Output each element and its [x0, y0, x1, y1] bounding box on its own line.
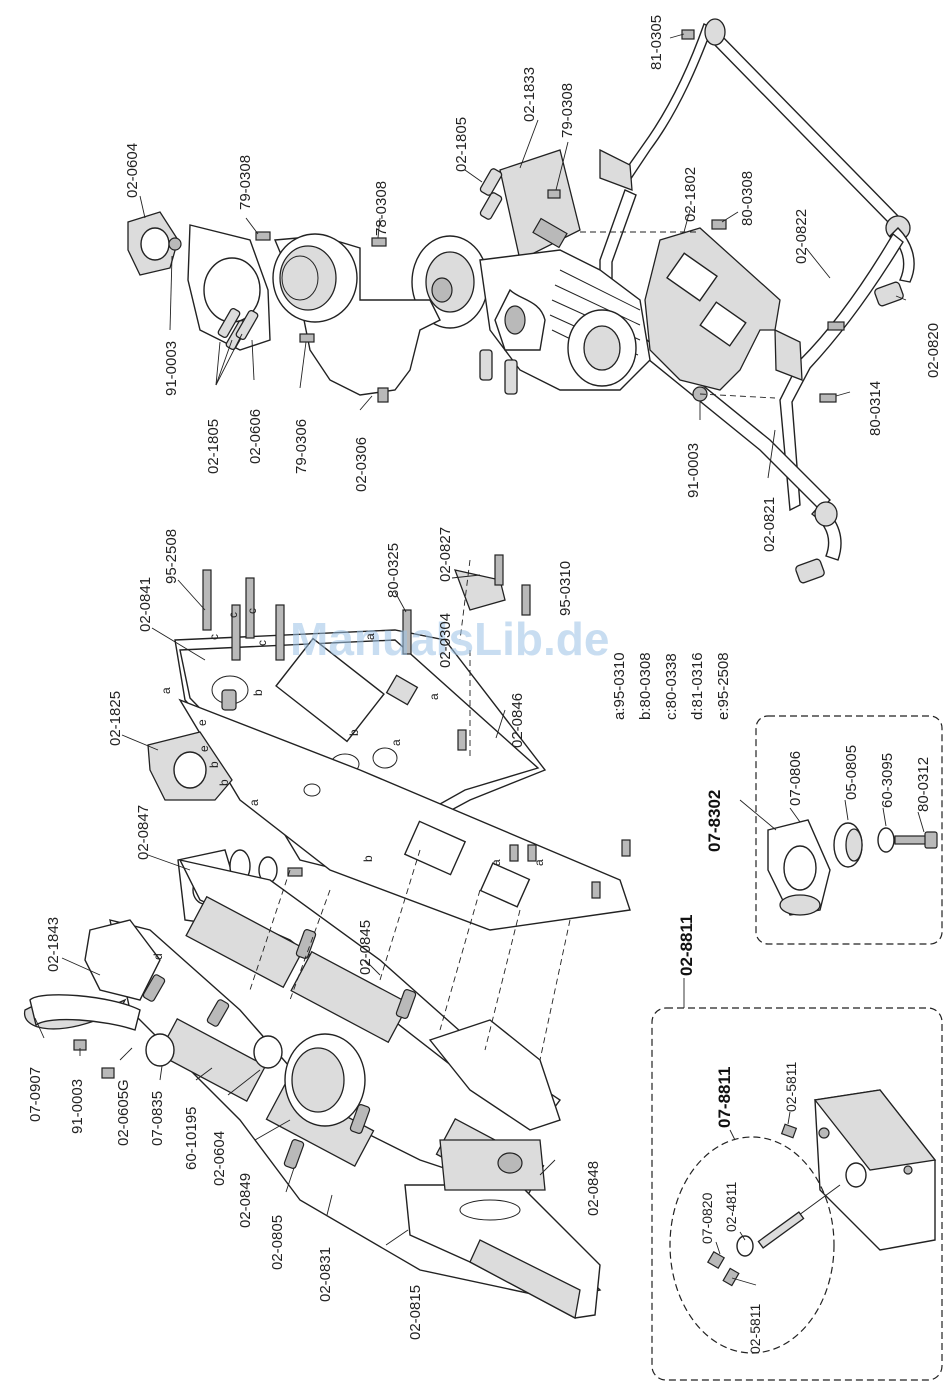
part-label: 02-0827	[437, 527, 454, 582]
part-label: 07-0835	[149, 1091, 166, 1146]
marker-b: b	[251, 689, 265, 696]
part-label: 79-0308	[237, 155, 254, 210]
part-label: 02-0831	[317, 1247, 334, 1302]
marker-c: c	[255, 640, 269, 646]
part-label: 02-1825	[107, 691, 124, 746]
part-label: 02-0606	[247, 409, 264, 464]
part-label: 02-0605G	[115, 1079, 132, 1146]
side-frame-middle	[178, 698, 631, 931]
marker-b: b	[217, 779, 231, 786]
legend-entry: b:80-0308	[637, 652, 654, 720]
marker-b: b	[361, 855, 375, 862]
assembly-label-pulley-kit: 07-8302	[705, 790, 724, 852]
pulley-kit-box	[755, 715, 943, 945]
marker-d: d	[151, 953, 165, 960]
part-label: 02-1805	[453, 117, 470, 172]
part-label: 07-0907	[27, 1067, 44, 1122]
part-label: 80-0314	[867, 381, 884, 436]
part-label: 02-5811	[783, 1061, 799, 1112]
part-label: 07-0806	[787, 751, 804, 806]
marker-c: c	[207, 634, 221, 640]
marker-a: a	[247, 799, 261, 806]
marker-a: a	[363, 633, 377, 640]
part-label: 02-0848	[585, 1161, 602, 1216]
legend-entry: a:95-0310	[611, 652, 628, 720]
part-label: 02-1805	[205, 419, 222, 474]
part-label: 79-0308	[559, 83, 576, 138]
fuel-tank-box	[651, 1007, 943, 1381]
legend-entry: c:80-0338	[663, 653, 680, 720]
part-label: 02-0841	[137, 577, 154, 632]
bottom-plate	[404, 1184, 601, 1319]
watermark: ManualsLib.de	[290, 613, 609, 665]
part-labels: 81-0305 02-1833 79-0308 02-1805 02-0604 …	[27, 15, 942, 1354]
part-label: 60-10195	[183, 1107, 200, 1170]
part-label: 02-0604	[211, 1131, 228, 1186]
side-frame-upper	[174, 569, 547, 871]
part-label: 91-0003	[685, 443, 702, 498]
fan-shroud	[272, 233, 441, 403]
part-label: 02-0604	[124, 143, 141, 198]
hardware-legend: a:95-0310 b:80-0308 c:80-0338 d:81-0316 …	[611, 652, 732, 720]
alignment-lines	[249, 559, 571, 1061]
marker-a: a	[489, 859, 503, 866]
marker-a: a	[532, 859, 546, 866]
part-label: 78-0308	[373, 181, 390, 236]
part-label: 02-0306	[353, 437, 370, 492]
marker-c: c	[245, 608, 259, 614]
marker-e: e	[197, 745, 211, 752]
assembly-label-tank-kit: 02-8811	[677, 915, 696, 976]
fan-hub	[127, 168, 561, 351]
part-label: 60-3095	[879, 753, 896, 808]
part-label: 02-0847	[135, 805, 152, 860]
marker-e: e	[195, 719, 209, 726]
part-label: 02-0846	[509, 693, 526, 748]
engine-assembly	[411, 149, 651, 395]
leader-lines	[34, 33, 925, 1286]
part-label: 91-0003	[163, 341, 180, 396]
assembly-label-tank-sub: 07-8811	[715, 1067, 734, 1128]
part-label: 02-5811	[747, 1303, 763, 1354]
part-label: 02-0821	[761, 497, 778, 552]
part-label: 02-1843	[45, 917, 62, 972]
spacer-0848	[439, 1139, 546, 1191]
part-label: 02-0304	[437, 613, 454, 668]
part-label: 02-0815	[407, 1285, 424, 1340]
part-label: 80-0325	[385, 543, 402, 598]
part-label: 05-0805	[843, 745, 860, 800]
assembly-labels: 02-8811 07-8811 07-8302	[677, 790, 734, 1128]
marker-a: a	[389, 739, 403, 746]
part-label: 91-0003	[69, 1079, 86, 1134]
part-label: 07-0820	[699, 1192, 715, 1244]
part-label: 02-0849	[237, 1173, 254, 1228]
part-label: 80-0308	[739, 171, 756, 226]
marker-a: a	[159, 687, 173, 694]
part-label: 02-0822	[793, 209, 810, 264]
part-label: 02-0820	[925, 323, 942, 378]
mount-plate	[560, 219, 781, 391]
part-label: 80-0312	[915, 757, 932, 812]
marker-b: b	[347, 729, 361, 736]
part-label: 81-0305	[648, 15, 665, 70]
part-label: 02-0805	[269, 1215, 286, 1270]
part-label: 02-1802	[682, 167, 699, 222]
part-label: 95-0310	[557, 561, 574, 616]
legend-entry: e:95-2508	[715, 652, 732, 720]
part-label: 02-4811	[723, 1181, 739, 1232]
marker-c: c	[226, 612, 240, 618]
legend-entry: d:81-0316	[689, 652, 706, 720]
part-label: 02-0845	[357, 920, 374, 975]
part-label: 02-1833	[521, 67, 538, 122]
frame-bolts	[202, 554, 631, 899]
marker-a: a	[427, 693, 441, 700]
hardware-markers: c c c c a b e e b b a b a a a b a a d	[151, 608, 546, 960]
part-label: 79-0306	[293, 419, 310, 474]
part-label: 95-2508	[163, 529, 180, 584]
marker-b: b	[207, 761, 221, 768]
